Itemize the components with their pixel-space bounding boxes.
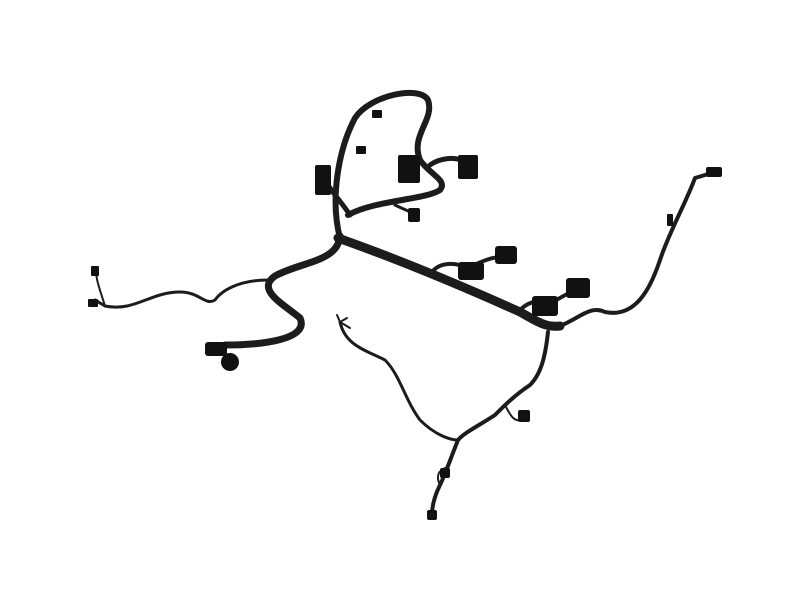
harness-lower-branch bbox=[430, 330, 550, 517]
harness-lower-sub bbox=[436, 404, 526, 486]
connector-lower-2 bbox=[440, 468, 450, 478]
harness-right-branch bbox=[558, 170, 717, 328]
connector-injector-1 bbox=[458, 262, 484, 280]
harness-left-branch bbox=[221, 232, 344, 349]
connector-injector-4 bbox=[566, 278, 590, 298]
connector-injector-3 bbox=[532, 296, 558, 316]
connector-upper-tiny bbox=[356, 146, 366, 154]
connector-far-left-2 bbox=[88, 299, 98, 307]
connector-lower-end bbox=[427, 510, 437, 520]
harness-far-left-wire bbox=[93, 278, 270, 309]
connector-left-sensor bbox=[205, 342, 227, 356]
connector-upper-mid bbox=[398, 155, 420, 183]
connector-right-end bbox=[706, 167, 722, 177]
connector-upper-tiny-2 bbox=[372, 110, 382, 118]
connector-lower-1 bbox=[518, 410, 530, 422]
connector-injector-2 bbox=[495, 246, 517, 264]
connector-upper-left bbox=[315, 165, 331, 195]
harness-main-trunk bbox=[333, 233, 565, 331]
connector-left-round bbox=[221, 353, 239, 371]
harness-loose-wire-tip bbox=[336, 314, 351, 329]
connector-right-mid bbox=[667, 214, 673, 226]
connector-upper-small bbox=[408, 208, 420, 222]
harness-upper-loop bbox=[332, 89, 445, 241]
connector-far-left-1 bbox=[91, 266, 99, 276]
connector-upper-right bbox=[458, 155, 478, 179]
harness-loose-wire bbox=[338, 320, 460, 442]
